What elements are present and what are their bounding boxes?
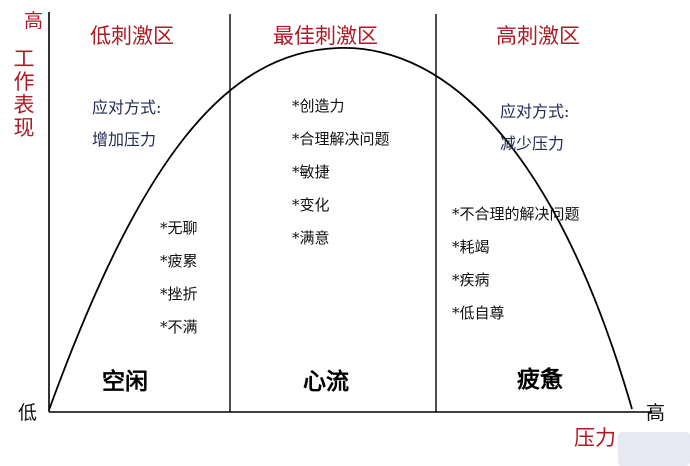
- high-strategy-heading: 应对方式:: [500, 102, 570, 121]
- optimal-zone-benefits: *创造力 *合理解决问题 *敏捷 *变化 *满意: [292, 90, 390, 255]
- low-strategy-heading: 应对方式:: [92, 98, 162, 117]
- list-item: *不满: [160, 318, 198, 336]
- list-item: *疾病: [452, 271, 490, 289]
- list-item: *耗竭: [452, 238, 490, 256]
- high-zone-strategy: 应对方式: 减少压力: [500, 96, 569, 160]
- list-item: *满意: [292, 229, 330, 247]
- zone-title-high: 高刺激区: [496, 24, 580, 48]
- watermark-smudge: [618, 432, 690, 466]
- zone-title-optimal: 最佳刺激区: [273, 24, 378, 48]
- state-label-flow: 心流: [303, 369, 349, 395]
- y-axis-label: 工作表现: [13, 47, 35, 140]
- low-strategy-action: 增加压力: [92, 130, 157, 149]
- list-item: *创造力: [292, 97, 345, 115]
- list-item: *疲累: [160, 252, 198, 270]
- high-zone-symptoms: *不合理的解决问题 *耗竭 *疾病 *低自尊: [452, 198, 580, 330]
- list-item: *低自尊: [452, 304, 505, 322]
- list-item: *合理解决问题: [292, 130, 390, 148]
- y-axis-high-label: 高: [24, 10, 44, 32]
- low-zone-symptoms: *无聊 *疲累 *挫折 *不满: [160, 212, 198, 344]
- low-zone-strategy: 应对方式: 增加压力: [92, 92, 161, 156]
- list-item: *无聊: [160, 219, 198, 237]
- x-axis-high-label: 高: [646, 402, 666, 424]
- list-item: *挫折: [160, 285, 198, 303]
- state-label-exhausted: 疲惫: [517, 367, 563, 393]
- x-axis-label: 压力: [574, 426, 616, 450]
- list-item: *变化: [292, 196, 330, 214]
- origin-low-label: 低: [18, 402, 38, 424]
- list-item: *不合理的解决问题: [452, 205, 580, 223]
- state-label-idle: 空闲: [102, 369, 148, 395]
- zone-title-low: 低刺激区: [90, 24, 174, 48]
- list-item: *敏捷: [292, 163, 330, 181]
- high-strategy-action: 减少压力: [500, 134, 565, 153]
- performance-curve: [48, 47, 633, 411]
